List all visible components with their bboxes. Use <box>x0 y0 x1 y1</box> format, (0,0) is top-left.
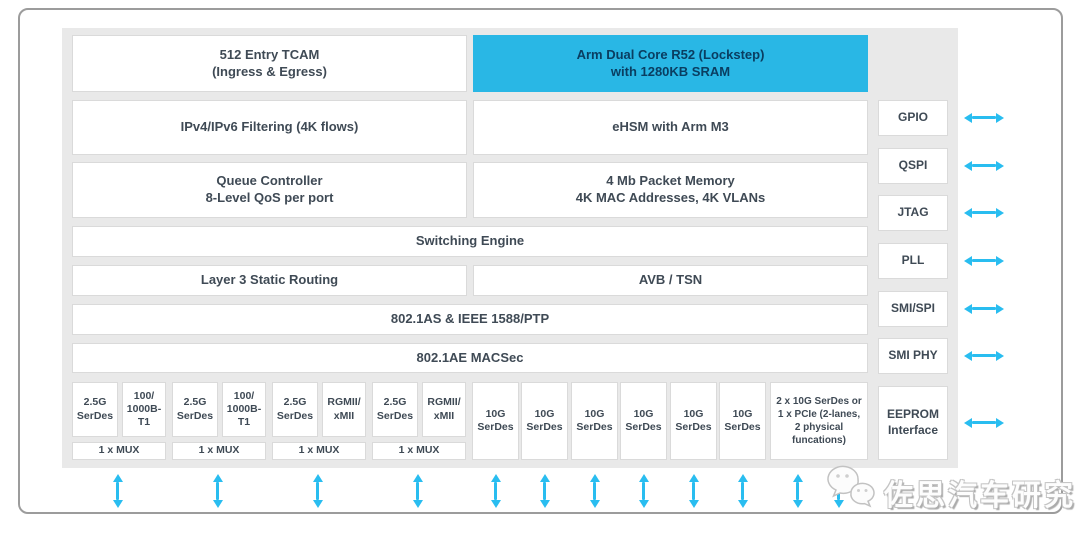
bidirectional-arrow-icon <box>964 112 1004 123</box>
interface-label: JTAG <box>897 205 929 220</box>
port-100-1000base-t1: 100/ 1000B- T1 <box>122 382 166 437</box>
block-layer3-routing: Layer 3 Static Routing <box>72 265 467 296</box>
port-label: 2.5G SerDes <box>376 396 414 422</box>
port-serdes-2_5g: 2.5G SerDes <box>172 382 218 437</box>
port-serdes-2_5g: 2.5G SerDes <box>72 382 118 437</box>
interface-smi-phy: SMI PHY <box>878 338 948 374</box>
bidirectional-arrow-icon <box>964 255 1004 266</box>
block-label: eHSM with Arm M3 <box>612 119 729 135</box>
port-label: 2 x 10G SerDes or 1 x PCIe (2-lanes, 2 p… <box>776 396 862 446</box>
block-arm-dual-core: Arm Dual Core R52 (Lockstep) with 1280KB… <box>473 35 868 92</box>
block-macsec: 802.1AE MACSec <box>72 343 868 373</box>
bidirectional-arrow-icon <box>964 350 1004 361</box>
block-label: Arm Dual Core R52 (Lockstep) with 1280KB… <box>576 46 765 79</box>
port-label: 100/ 1000B- T1 <box>126 389 162 429</box>
port-rgmii-xmii: RGMII/ xMII <box>322 382 366 437</box>
block-label: Switching Engine <box>415 233 525 249</box>
port-100-1000base-t1: 100/ 1000B- T1 <box>222 382 266 437</box>
bidirectional-arrow-icon <box>212 474 223 508</box>
port-label: 2.5G SerDes <box>76 396 114 422</box>
bidirectional-arrow-icon <box>312 474 323 508</box>
port-serdes-2_5g: 2.5G SerDes <box>272 382 318 437</box>
port-label: 10G SerDes <box>724 407 761 433</box>
interface-label: SMI PHY <box>888 348 938 363</box>
block-ehsm: eHSM with Arm M3 <box>473 100 868 155</box>
port-label: 10G SerDes <box>675 407 712 433</box>
port-label: 10G SerDes <box>477 407 514 433</box>
block-packet-memory: 4 Mb Packet Memory 4K MAC Addresses, 4K … <box>473 162 868 218</box>
bidirectional-arrow-icon <box>589 474 600 508</box>
block-label: Layer 3 Static Routing <box>200 272 339 288</box>
bidirectional-arrow-icon <box>688 474 699 508</box>
bidirectional-arrow-icon <box>964 303 1004 314</box>
port-rgmii-xmii: RGMII/ xMII <box>422 382 466 437</box>
bidirectional-arrow-icon <box>412 474 423 508</box>
block-tcam: 512 Entry TCAM (Ingress & Egress) <box>72 35 467 92</box>
watermark-text: 佐思汽车研究 <box>884 480 1077 512</box>
mux-block: 1 x MUX <box>72 442 166 460</box>
interface-pll: PLL <box>878 243 948 279</box>
block-switching-engine: Switching Engine <box>72 226 868 257</box>
interface-gpio: GPIO <box>878 100 948 136</box>
port-serdes-pcie: 2 x 10G SerDes or 1 x PCIe (2-lanes, 2 p… <box>770 382 868 460</box>
mux-label: 1 x MUX <box>398 444 440 457</box>
bidirectional-arrow-icon <box>964 160 1004 171</box>
interface-eeprom: EEPROM Interface <box>878 386 948 460</box>
port-serdes-10g: 10G SerDes <box>521 382 568 460</box>
interface-jtag: JTAG <box>878 195 948 231</box>
block-label: 512 Entry TCAM (Ingress & Egress) <box>212 46 327 79</box>
port-label: 10G SerDes <box>576 407 613 433</box>
port-label: 10G SerDes <box>625 407 662 433</box>
port-label: 100/ 1000B- T1 <box>226 389 262 429</box>
block-label: AVB / TSN <box>638 272 703 288</box>
block-avb-tsn: AVB / TSN <box>473 265 868 296</box>
block-label: 802.1AS & IEEE 1588/PTP <box>390 311 550 327</box>
port-label: 2.5G SerDes <box>276 396 314 422</box>
interface-label: SMI/SPI <box>890 301 935 316</box>
mux-label: 1 x MUX <box>198 444 240 457</box>
block-ip-filtering: IPv4/IPv6 Filtering (4K flows) <box>72 100 467 155</box>
block-label: IPv4/IPv6 Filtering (4K flows) <box>180 119 359 135</box>
bidirectional-arrow-icon <box>638 474 649 508</box>
block-queue-controller: Queue Controller 8-Level QoS per port <box>72 162 467 218</box>
port-serdes-10g: 10G SerDes <box>719 382 766 460</box>
block-label: 4 Mb Packet Memory 4K MAC Addresses, 4K … <box>575 173 766 205</box>
interface-label: PLL <box>901 253 925 268</box>
port-serdes-10g: 10G SerDes <box>620 382 667 460</box>
interface-smi-spi: SMI/SPI <box>878 291 948 327</box>
port-serdes-2_5g: 2.5G SerDes <box>372 382 418 437</box>
port-label: RGMII/ xMII <box>427 396 461 422</box>
port-serdes-10g: 10G SerDes <box>670 382 717 460</box>
bidirectional-arrow-icon <box>964 417 1004 428</box>
interface-label: EEPROM Interface <box>886 407 939 437</box>
block-label: Queue Controller 8-Level QoS per port <box>205 173 334 205</box>
port-serdes-10g: 10G SerDes <box>472 382 519 460</box>
bidirectional-arrow-icon <box>539 474 550 508</box>
mux-block: 1 x MUX <box>172 442 266 460</box>
port-serdes-10g: 10G SerDes <box>571 382 618 460</box>
bidirectional-arrow-icon <box>490 474 501 508</box>
bidirectional-arrow-icon <box>112 474 123 508</box>
bidirectional-arrow-icon <box>737 474 748 508</box>
wechat-icon <box>824 460 878 514</box>
bidirectional-arrow-icon <box>964 207 1004 218</box>
mux-label: 1 x MUX <box>298 444 340 457</box>
mux-block: 1 x MUX <box>372 442 466 460</box>
interface-label: GPIO <box>897 110 928 125</box>
mux-block: 1 x MUX <box>272 442 366 460</box>
block-ptp: 802.1AS & IEEE 1588/PTP <box>72 304 868 335</box>
mux-label: 1 x MUX <box>98 444 140 457</box>
port-label: 2.5G SerDes <box>176 396 214 422</box>
port-label: RGMII/ xMII <box>327 396 361 422</box>
interface-qspi: QSPI <box>878 148 948 184</box>
port-label: 10G SerDes <box>526 407 563 433</box>
bidirectional-arrow-icon <box>792 474 803 508</box>
interface-label: QSPI <box>898 158 928 173</box>
block-label: 802.1AE MACSec <box>416 349 524 365</box>
